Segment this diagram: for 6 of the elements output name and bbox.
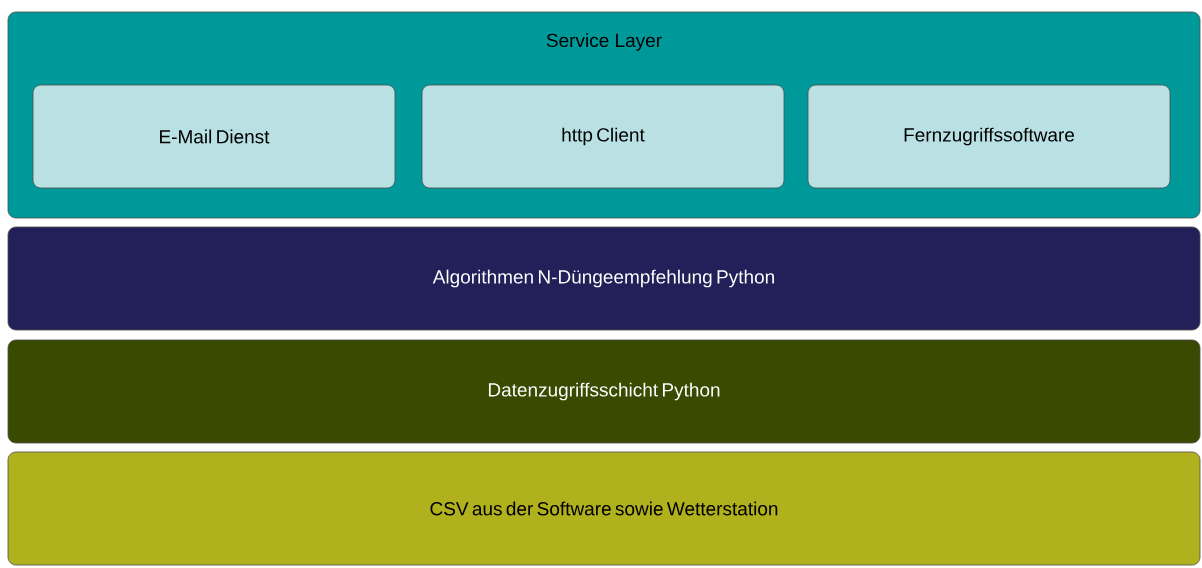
component-box: E-Mail Dienst <box>32 84 396 189</box>
component-box: http Client <box>421 84 785 189</box>
component-box: Fernzugriffssoftware <box>807 84 1171 189</box>
layer-band: Algorithmen N-Düngeempfehlung Python <box>7 226 1201 331</box>
layer-band: Datenzugriffsschicht Python <box>7 339 1201 444</box>
layer-band: CSV aus der Software sowie Wetterstation <box>7 451 1201 566</box>
